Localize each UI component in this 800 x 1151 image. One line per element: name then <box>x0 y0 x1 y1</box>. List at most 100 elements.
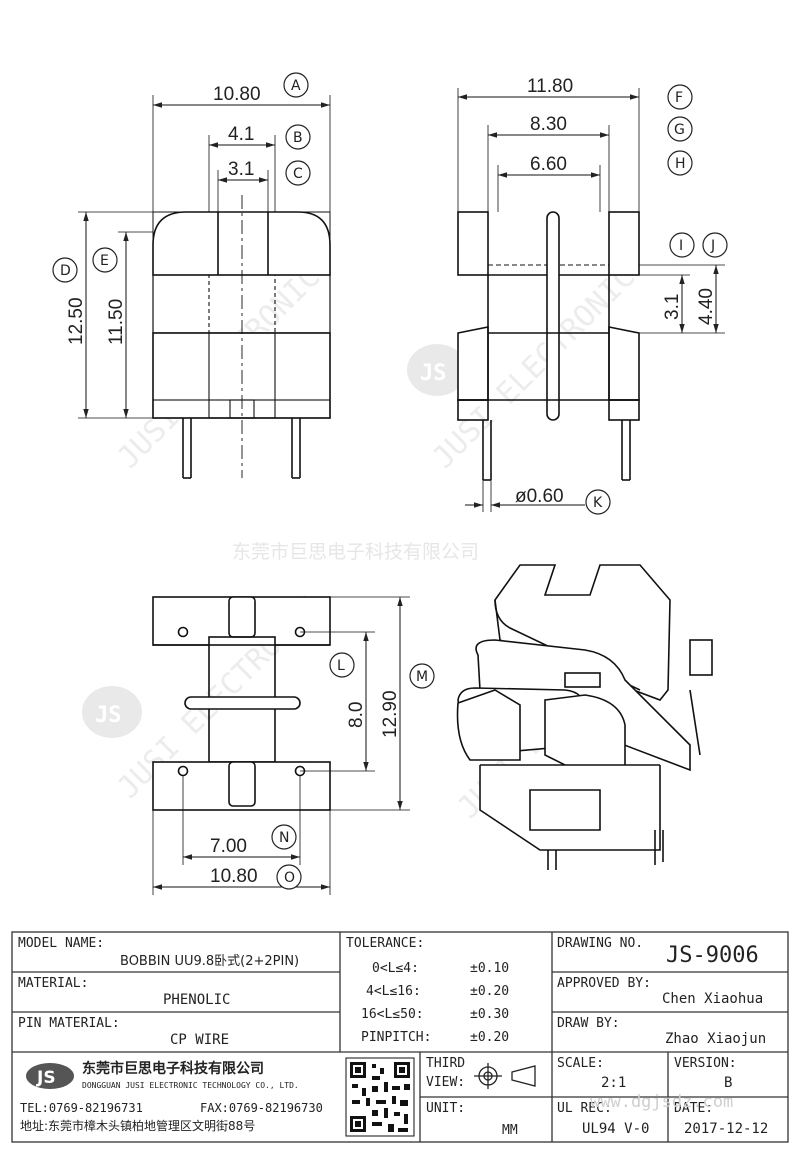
callouts: A B C D E F G H I J K L M N O <box>52 72 728 890</box>
scale-label: SCALE: <box>557 1056 604 1071</box>
front-view <box>152 195 331 479</box>
callout-I: I <box>669 232 695 258</box>
callout-L: L <box>329 652 355 678</box>
tolerance-range-3: 16<L≤50: <box>361 1007 424 1022</box>
watermark-logo-2: JS <box>82 686 142 738</box>
pin-material-label: PIN MATERIAL: <box>18 1016 120 1031</box>
dim-B-value: 4.1 <box>228 124 254 145</box>
side-top-flange-left <box>457 211 489 276</box>
date-label: DATE: <box>674 1101 714 1116</box>
callout-A: A <box>283 72 309 98</box>
callout-M: M <box>409 663 435 689</box>
company-name-cn: 东莞市巨思电子科技有限公司 <box>82 1061 264 1077</box>
bottom-hole-3 <box>177 765 189 777</box>
date-value: 2017-12-12 <box>684 1121 769 1137</box>
company-name-en: DONGGUAN JUSI ELECTRONIC TECHNOLOGY CO.,… <box>82 1081 299 1090</box>
unit-value: MM <box>502 1123 518 1138</box>
version-label: VERSION: <box>674 1056 737 1071</box>
dim-A-value: 10.80 <box>213 84 261 105</box>
svg-text:O: O <box>284 870 295 886</box>
draw-by-label: DRAW BY: <box>557 1016 620 1031</box>
dim-L-value: 8.0 <box>346 702 367 728</box>
draw-by-value: Zhao Xiaojun <box>665 1031 767 1047</box>
company-address: 地址:东莞市樟木头镇柏地管理区文明街88号 <box>20 1119 256 1133</box>
dim-O-value: 10.80 <box>210 866 258 887</box>
dim-E-value: 11.50 <box>106 299 127 345</box>
svg-text:C: C <box>293 166 303 182</box>
company-logo: JS <box>26 1063 74 1089</box>
third-view-label-2: VIEW: <box>426 1075 466 1090</box>
third-angle-symbol <box>474 1063 536 1089</box>
side-top-flange-right <box>608 211 640 276</box>
svg-text:I: I <box>679 238 683 254</box>
front-dims <box>78 95 331 419</box>
tolerance-value-4: ±0.20 <box>470 1030 510 1045</box>
svg-text:N: N <box>279 830 289 846</box>
iso-front-block-left <box>456 689 521 761</box>
bottom-hole-1 <box>177 626 189 638</box>
unit-label: UNIT: <box>426 1101 466 1116</box>
qr-code <box>345 1057 415 1137</box>
callout-D: D <box>52 257 78 283</box>
bottom-view <box>152 596 331 811</box>
callout-F: F <box>667 84 693 110</box>
pin-material-value: CP WIRE <box>170 1032 230 1048</box>
svg-text:JS: JS <box>95 703 122 728</box>
svg-text:JS: JS <box>36 1068 56 1088</box>
front-top-body <box>152 211 331 276</box>
svg-text:H: H <box>675 156 686 172</box>
scale-value: 2:1 <box>601 1075 627 1091</box>
drawing-no-label: DRAWING NO. <box>557 936 644 951</box>
svg-text:J: J <box>710 238 715 254</box>
bottom-dims <box>152 596 410 895</box>
watermark-logo-1: JS <box>407 344 467 396</box>
callout-G: G <box>667 116 693 142</box>
dim-M-value: 12.90 <box>380 690 401 738</box>
svg-text:G: G <box>674 122 685 138</box>
dim-G-value: 8.30 <box>530 114 567 135</box>
approved-by-value: Chen Xiaohua <box>662 991 764 1007</box>
material-label: MATERIAL: <box>18 976 89 991</box>
website-watermark: www.dgjsdz.com <box>590 1092 734 1112</box>
version-value: B <box>724 1075 733 1091</box>
svg-text:E: E <box>100 253 109 269</box>
approved-by-label: APPROVED BY: <box>557 976 651 991</box>
side-dims <box>457 88 725 512</box>
tolerance-range-1: 0<L≤4: <box>372 961 419 976</box>
svg-text:D: D <box>60 263 71 279</box>
model-name-value: BOBBIN UU9.8卧式(2+2PIN) <box>120 954 300 969</box>
tolerance-range-4: PINPITCH: <box>361 1030 432 1045</box>
callout-H: H <box>667 150 693 176</box>
tolerance-range-2: 4<L≤16: <box>366 984 421 999</box>
bottom-center-pin <box>184 696 301 710</box>
svg-text:F: F <box>675 90 683 106</box>
front-lower-body <box>152 332 331 419</box>
dim-F-value: 11.80 <box>527 76 573 97</box>
third-view-label-1: THIRD <box>426 1056 466 1071</box>
dim-C-value: 3.1 <box>228 159 254 180</box>
callout-N: N <box>271 824 297 850</box>
tolerance-value-1: ±0.10 <box>470 961 510 976</box>
dim-N-value: 7.00 <box>210 836 247 857</box>
callout-K: K <box>585 489 611 515</box>
tolerance-value-2: ±0.20 <box>470 984 510 999</box>
dim-I-value: 3.1 <box>662 294 683 320</box>
callout-C: C <box>285 160 311 186</box>
tolerance-label: TOLERANCE: <box>346 936 425 951</box>
drawing-no-value: JS-9006 <box>666 943 759 968</box>
side-center-pin <box>546 211 560 421</box>
side-lower-flange-left <box>457 326 489 401</box>
company-fax: FAX:0769-82196730 <box>200 1101 323 1115</box>
svg-text:B: B <box>293 130 303 146</box>
dim-D-value: 12.50 <box>66 297 87 345</box>
tolerance-value-3: ±0.30 <box>470 1007 510 1022</box>
svg-text:K: K <box>593 495 603 511</box>
title-block-grid <box>11 931 789 1143</box>
callout-O: O <box>276 864 302 890</box>
callout-E: E <box>92 247 118 273</box>
svg-text:L: L <box>337 658 345 674</box>
ul-rec-value: UL94 V-0 <box>582 1121 650 1137</box>
isometric-view <box>456 564 713 870</box>
callout-B: B <box>285 124 311 150</box>
